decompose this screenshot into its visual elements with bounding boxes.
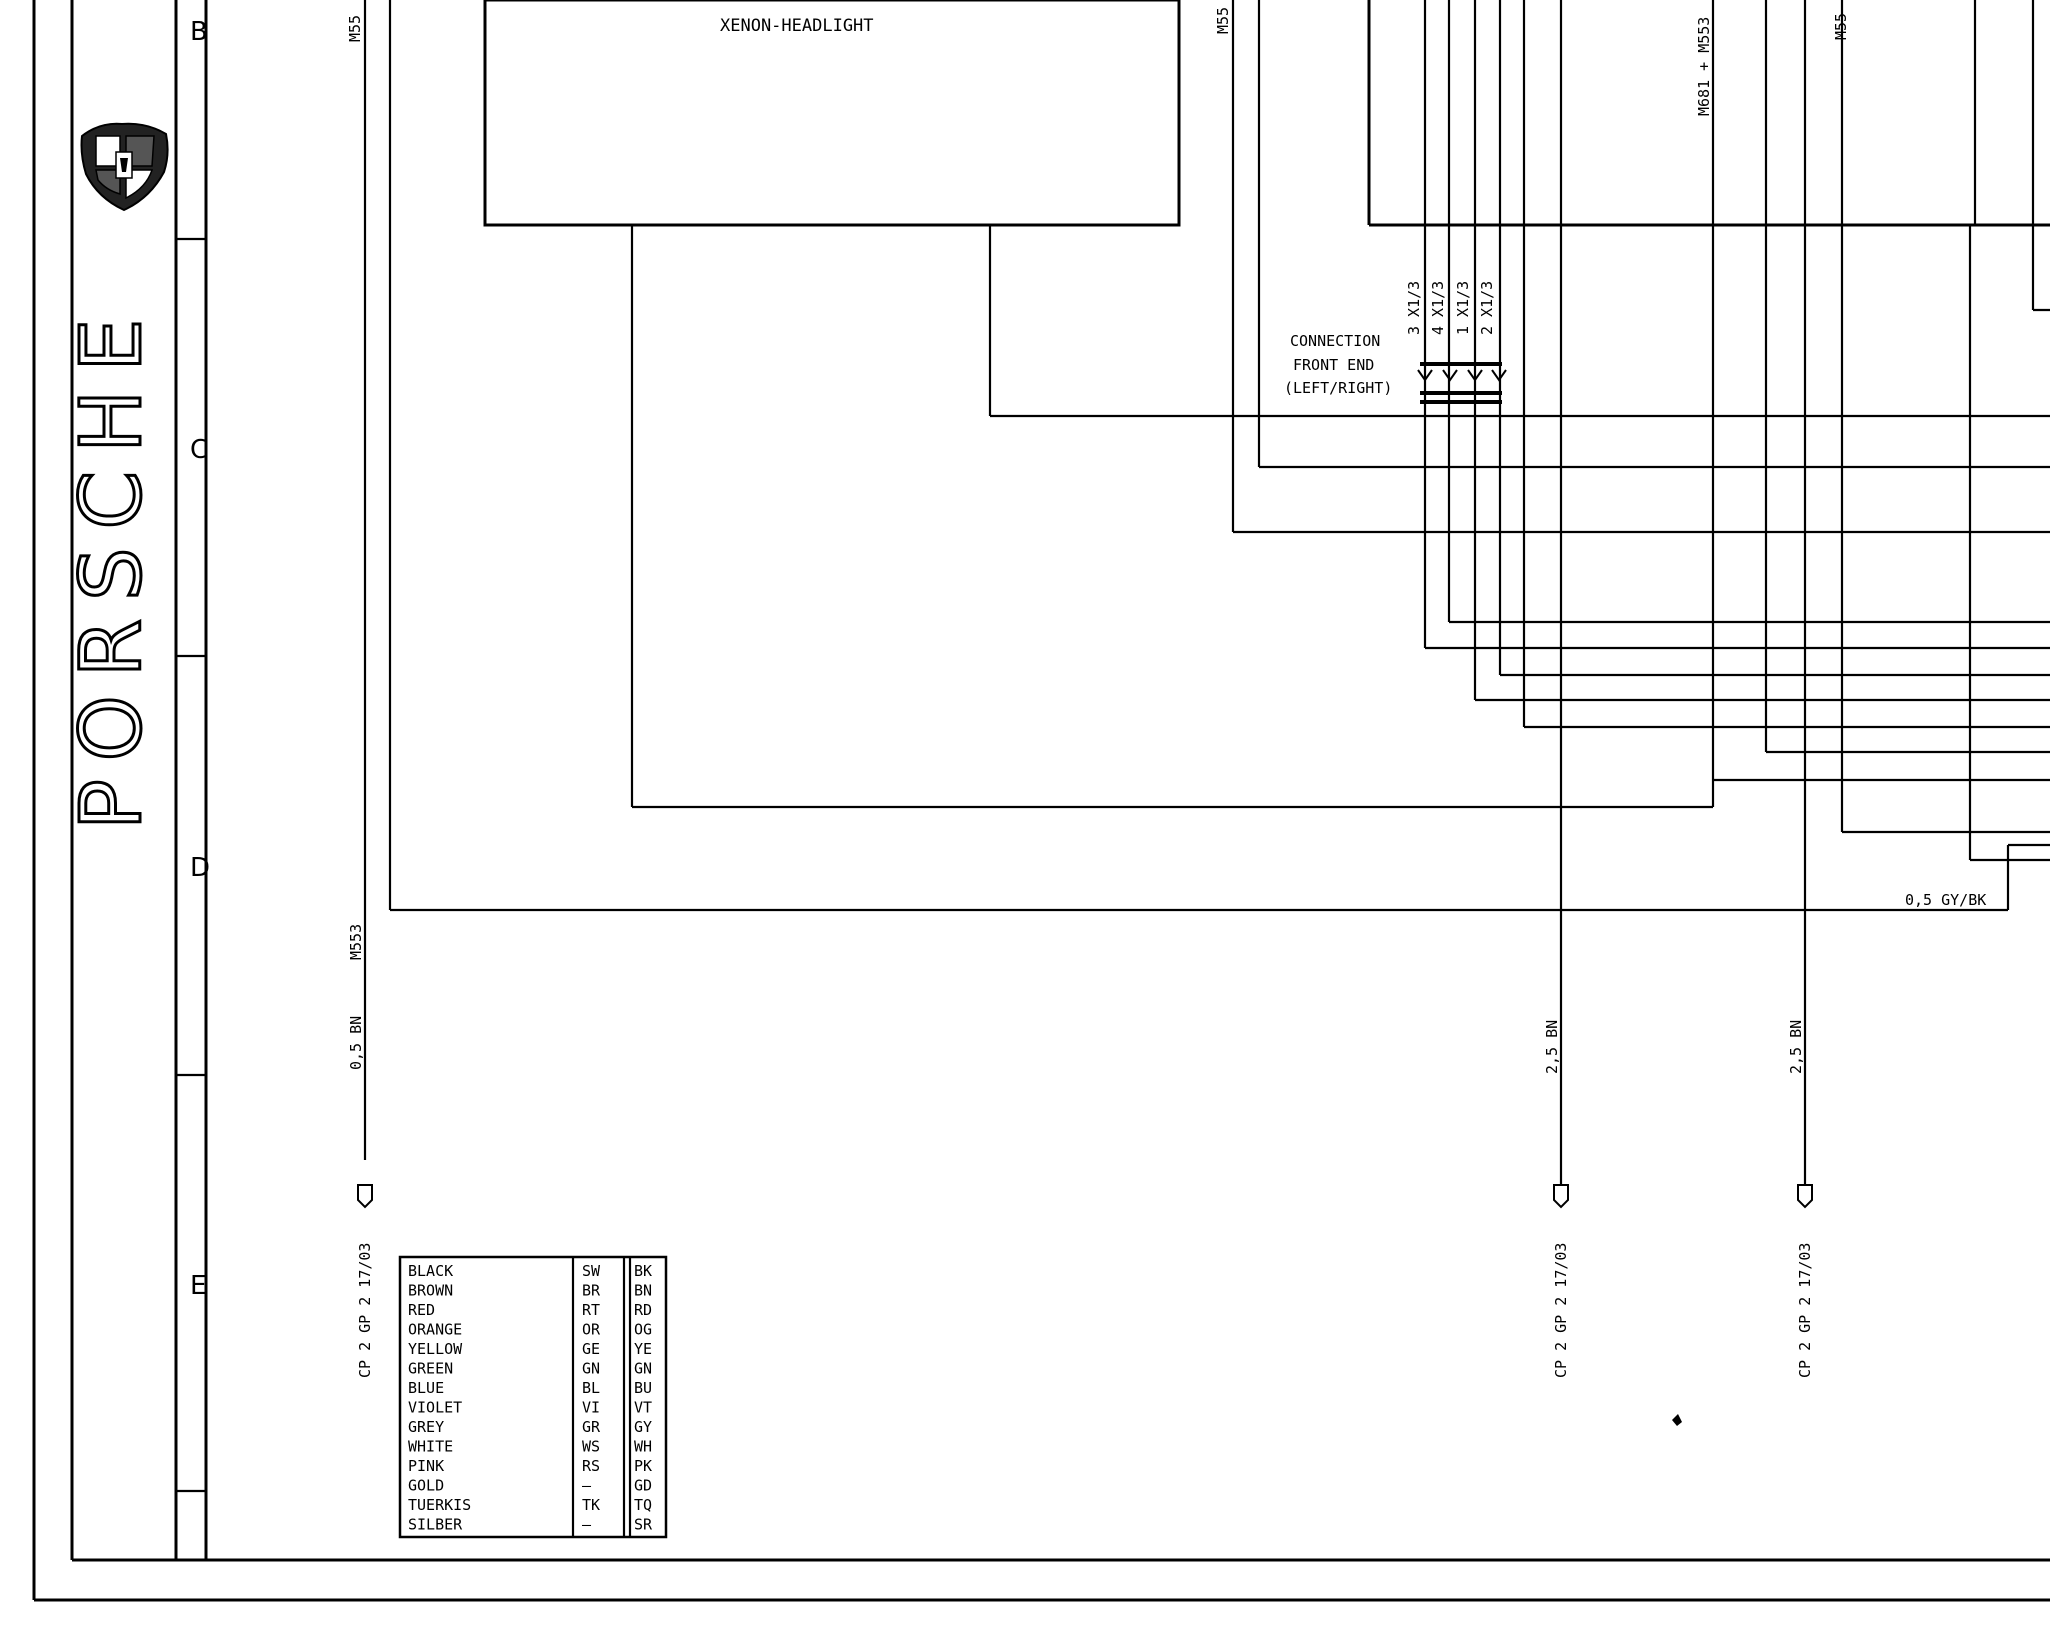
legend-color-name: ORANGE [408, 1321, 462, 1339]
wire-label-25-bn: 2,5 BN [1787, 1020, 1805, 1074]
wire-label-m55: M55 [346, 15, 364, 42]
xenon-headlight-box [483, 0, 1181, 227]
legend-color-code-de: VI [582, 1399, 600, 1417]
legend-color-name: GREY [408, 1418, 444, 1436]
legend-color-code-de: BL [582, 1379, 600, 1397]
zone-label-d: D [190, 853, 210, 883]
connector-pin-label: 1 X1/3 [1454, 281, 1472, 335]
legend-color-name: BLACK [408, 1262, 453, 1280]
connector-pin-label: 3 X1/3 [1405, 281, 1423, 335]
connection-label-line3: (LEFT/RIGHT) [1284, 379, 1392, 397]
legend-color-name: WHITE [408, 1438, 453, 1456]
legend-color-code-en: BU [634, 1379, 652, 1397]
legend-color-code-de: GR [582, 1418, 601, 1436]
legend-color-code-en: OG [634, 1321, 652, 1339]
legend-color-code-de: — [582, 1477, 592, 1495]
legend-color-code-en: PK [634, 1457, 652, 1475]
legend-color-code-de: GN [582, 1360, 600, 1378]
zone-label-e: E [190, 1271, 206, 1301]
legend-color-name: SILBER [408, 1516, 463, 1534]
wire-label-m681-m553: M681 + M553 [1695, 17, 1713, 116]
page-frame [32, 0, 2050, 1602]
wires [363, 0, 2050, 1185]
legend-color-name: GREEN [408, 1360, 453, 1378]
legend-color-code-de: — [582, 1516, 592, 1534]
legend-color-name: BLUE [408, 1379, 444, 1397]
legend-color-name: PINK [408, 1457, 444, 1475]
wire-label-05-gybk: 0,5 GY/BK [1905, 891, 1986, 909]
legend-color-code-de: SW [582, 1262, 601, 1280]
ground-label: CP 2 GP 2 17/03 [1796, 1243, 1814, 1378]
legend-color-code-en: GY [634, 1418, 652, 1436]
legend-color-code-de: RS [582, 1457, 600, 1475]
legend-color-code-en: SR [634, 1516, 653, 1534]
wire-label-m55: M55 [1832, 13, 1850, 40]
ink-mark [1672, 1414, 1682, 1426]
wire-label-25-bn: 2,5 BN [1543, 1020, 1561, 1074]
connector-pin-label: 2 X1/3 [1478, 281, 1496, 335]
zone-label-c: C [190, 435, 208, 465]
legend-color-name: TUERKIS [408, 1496, 471, 1514]
wire-label-m55: M55 [1214, 7, 1232, 34]
legend-color-code-de: WS [582, 1438, 600, 1456]
legend-color-name: RED [408, 1301, 435, 1319]
legend-color-name: BROWN [408, 1282, 453, 1300]
legend-color-name: YELLOW [408, 1340, 463, 1358]
wire-label-05-bn: 0,5 BN [347, 1016, 365, 1070]
zone-label-b: B [190, 17, 208, 47]
legend-color-code-de: TK [582, 1496, 600, 1514]
legend-color-code-en: GN [634, 1360, 652, 1378]
wire-label-m553: M553 [347, 924, 365, 960]
color-legend-rows: BLACK SW BK BROWN BR BN RED RT RD ORANGE OR OG YELLO… [408, 1262, 653, 1534]
legend-color-name: VIOLET [408, 1399, 462, 1417]
legend-color-code-en: TQ [634, 1496, 652, 1514]
legend-color-code-de: RT [582, 1301, 600, 1319]
porsche-crest-logo [80, 122, 169, 212]
legend-color-name: GOLD [408, 1477, 444, 1495]
legend-color-code-en: BN [634, 1282, 652, 1300]
connector-pin-label: 4 X1/3 [1429, 281, 1447, 335]
connection-label-line2: FRONT END [1293, 356, 1374, 374]
legend-color-code-de: GE [582, 1340, 600, 1358]
connection-label-line1: CONNECTION [1290, 332, 1380, 350]
legend-color-code-en: WH [634, 1438, 652, 1456]
legend-color-code-en: BK [634, 1262, 652, 1280]
porsche-wordmark: PORSCHE [62, 301, 160, 830]
right-module-box [1367, 0, 2050, 312]
legend-color-code-de: BR [582, 1282, 601, 1300]
legend-color-code-en: VT [634, 1399, 652, 1417]
ground-label: CP 2 GP 2 17/03 [356, 1243, 374, 1378]
ground-label: CP 2 GP 2 17/03 [1552, 1243, 1570, 1378]
legend-color-code-de: OR [582, 1321, 601, 1339]
legend-color-code-en: RD [634, 1301, 652, 1319]
legend-color-code-en: GD [634, 1477, 652, 1495]
ground-terminal [357, 1184, 1813, 1209]
color-legend [398, 1255, 668, 1539]
front-end-connector [1417, 362, 1507, 404]
xenon-headlight-label: XENON-HEADLIGHT [720, 16, 874, 36]
legend-color-code-en: YE [634, 1340, 652, 1358]
